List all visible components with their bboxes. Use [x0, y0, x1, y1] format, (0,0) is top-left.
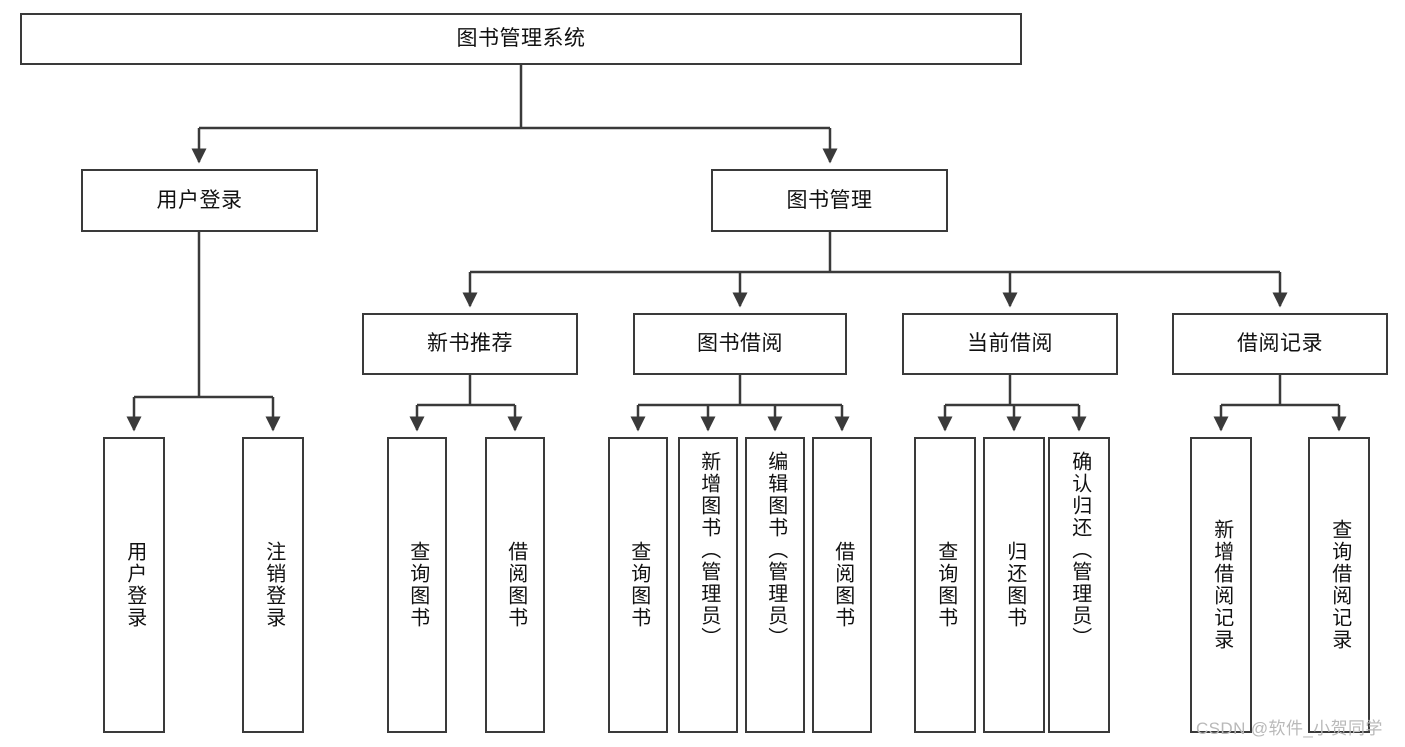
leaf-add-book-admin[interactable]: 新增图书（管理员）	[678, 437, 738, 733]
leaf-confirm-return-admin-label: 确认归还（管理员）	[1068, 451, 1091, 649]
leaf-borrow-book-nbr-label: 借阅图书	[504, 541, 527, 629]
leaf-return-book-label: 归还图书	[1003, 541, 1026, 629]
node-new-book-recommend[interactable]: 新书推荐	[362, 313, 578, 375]
leaf-borrow-book-bb-label: 借阅图书	[831, 541, 854, 629]
node-user-login[interactable]: 用户登录	[81, 169, 318, 232]
node-borrow-record-label: 借阅记录	[1237, 332, 1323, 356]
node-book-borrow-label: 图书借阅	[697, 332, 783, 356]
leaf-query-book-cb-label: 查询图书	[934, 541, 957, 629]
leaf-add-borrow-record[interactable]: 新增借阅记录	[1190, 437, 1252, 733]
leaf-confirm-return-admin[interactable]: 确认归还（管理员）	[1048, 437, 1110, 733]
node-book-management-label: 图书管理	[786, 188, 873, 212]
node-book-management[interactable]: 图书管理	[711, 169, 948, 232]
node-borrow-record[interactable]: 借阅记录	[1172, 313, 1388, 375]
leaf-query-book-nbr-label: 查询图书	[406, 541, 429, 629]
leaf-user-login-label: 用户登录	[123, 541, 146, 629]
node-root[interactable]: 图书管理系统	[20, 13, 1022, 65]
leaf-query-borrow-record[interactable]: 查询借阅记录	[1308, 437, 1370, 733]
leaf-query-borrow-record-label: 查询借阅记录	[1328, 519, 1351, 651]
node-current-borrow-label: 当前借阅	[967, 332, 1053, 356]
node-current-borrow[interactable]: 当前借阅	[902, 313, 1118, 375]
leaf-query-book-cb[interactable]: 查询图书	[914, 437, 976, 733]
leaf-logout-label: 注销登录	[262, 541, 285, 629]
leaf-logout[interactable]: 注销登录	[242, 437, 304, 733]
leaf-user-login[interactable]: 用户登录	[103, 437, 165, 733]
leaf-add-borrow-record-label: 新增借阅记录	[1210, 519, 1233, 651]
leaf-borrow-book-nbr[interactable]: 借阅图书	[485, 437, 545, 733]
node-user-login-label: 用户登录	[156, 188, 243, 212]
node-root-label: 图书管理系统	[456, 27, 586, 51]
leaf-query-book-nbr[interactable]: 查询图书	[387, 437, 447, 733]
leaf-query-book-bb[interactable]: 查询图书	[608, 437, 668, 733]
leaf-edit-book-admin[interactable]: 编辑图书（管理员）	[745, 437, 805, 733]
leaf-add-book-admin-label: 新增图书（管理员）	[697, 451, 720, 649]
node-book-borrow[interactable]: 图书借阅	[633, 313, 847, 375]
node-new-book-recommend-label: 新书推荐	[427, 332, 513, 356]
leaf-return-book[interactable]: 归还图书	[983, 437, 1045, 733]
leaf-query-book-bb-label: 查询图书	[627, 541, 650, 629]
csdn-watermark: CSDN @软件_小贺同学	[1196, 719, 1383, 738]
leaf-edit-book-admin-label: 编辑图书（管理员）	[764, 451, 787, 649]
leaf-borrow-book-bb[interactable]: 借阅图书	[812, 437, 872, 733]
